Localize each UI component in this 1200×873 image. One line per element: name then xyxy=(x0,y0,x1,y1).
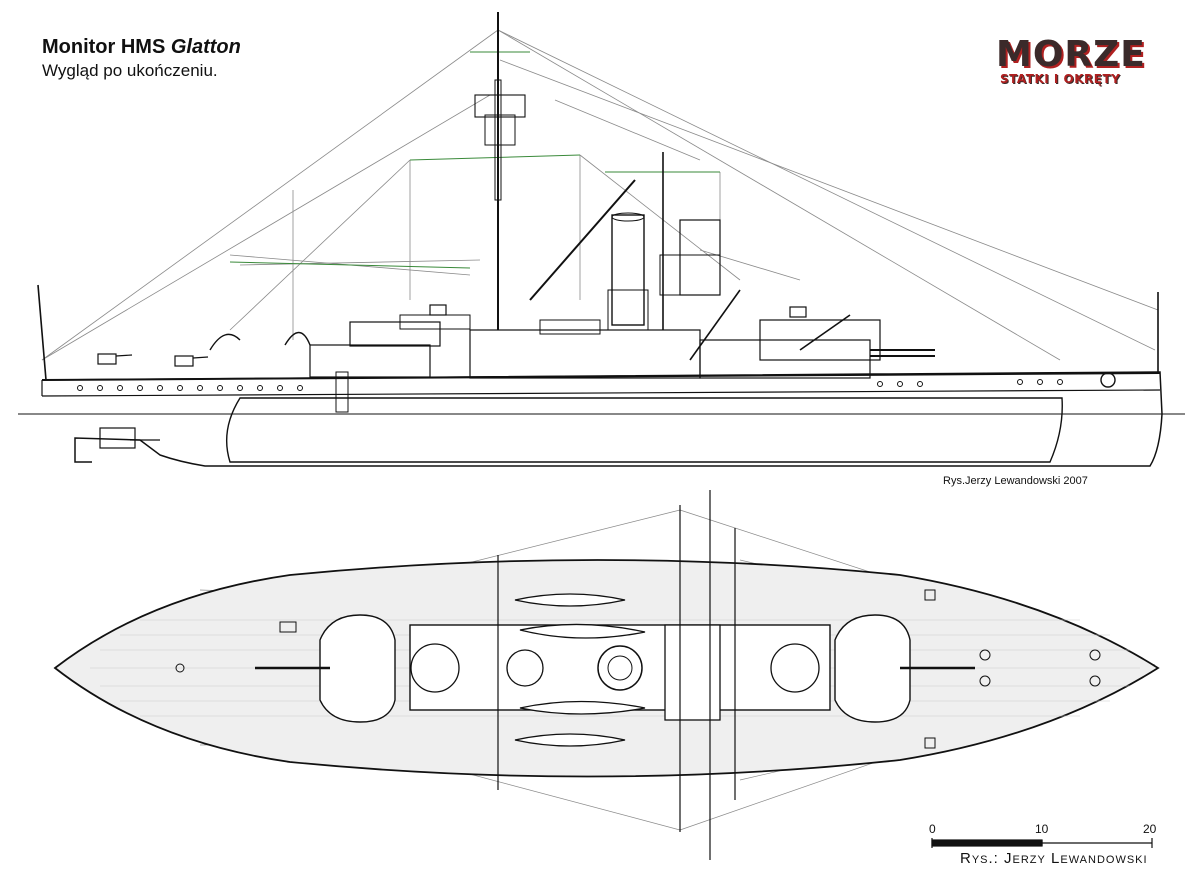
plan-bridge xyxy=(664,624,721,721)
funnel xyxy=(611,214,645,326)
publisher-logo: MORZE STATKI I OKRĘTY xyxy=(996,34,1146,94)
title-block: Monitor HMS Glatton Wygląd po ukończeniu… xyxy=(42,36,241,81)
drawing-title: Monitor HMS Glatton xyxy=(42,36,241,59)
scale-label-0: 0 xyxy=(929,822,936,836)
derrick-3 xyxy=(799,314,851,351)
portholes xyxy=(77,379,1063,391)
anchor xyxy=(1100,372,1116,388)
plan-turret-fore xyxy=(834,614,975,723)
credit-top: Rys.Jerzy Lewandowski 2007 xyxy=(943,475,1088,487)
bulge-outline xyxy=(225,397,1063,463)
scale-bar xyxy=(931,838,1153,848)
bridge xyxy=(679,219,721,296)
scale-label-20: 20 xyxy=(1143,822,1157,836)
side-profile xyxy=(18,12,1185,467)
scale-labels: 0 10 20 xyxy=(925,822,1160,850)
derrick-1 xyxy=(529,179,636,301)
midship-superstructure xyxy=(469,329,701,379)
aft-turret xyxy=(349,321,441,347)
logo-main-text: MORZE xyxy=(996,34,1146,75)
plan-view xyxy=(53,490,1160,860)
hull-outline xyxy=(41,371,1163,467)
fighting-top xyxy=(474,94,526,118)
plan-funnel xyxy=(597,645,643,691)
ship-name: Glatton xyxy=(170,36,241,58)
rigging-green xyxy=(229,51,720,269)
rudder xyxy=(99,427,136,449)
forecastle-deckhouse xyxy=(309,344,431,378)
deck-guns xyxy=(97,304,807,367)
drawing-subtitle: Wygląd po ukończeniu. xyxy=(42,61,218,80)
credit-bottom: Rys.: Jerzy Lewandowski xyxy=(960,850,1148,867)
logo-sub-text: STATKI I OKRĘTY xyxy=(1000,72,1121,86)
stern-staff xyxy=(37,284,47,381)
rigging xyxy=(41,29,1159,361)
title-prefix: Monitor HMS xyxy=(42,36,171,58)
scale-label-10: 10 xyxy=(1035,822,1049,836)
plan-turret-aft xyxy=(255,614,396,723)
derrick-2 xyxy=(689,289,741,361)
plan-boats xyxy=(514,593,646,747)
accommodation-ladder xyxy=(335,371,349,413)
